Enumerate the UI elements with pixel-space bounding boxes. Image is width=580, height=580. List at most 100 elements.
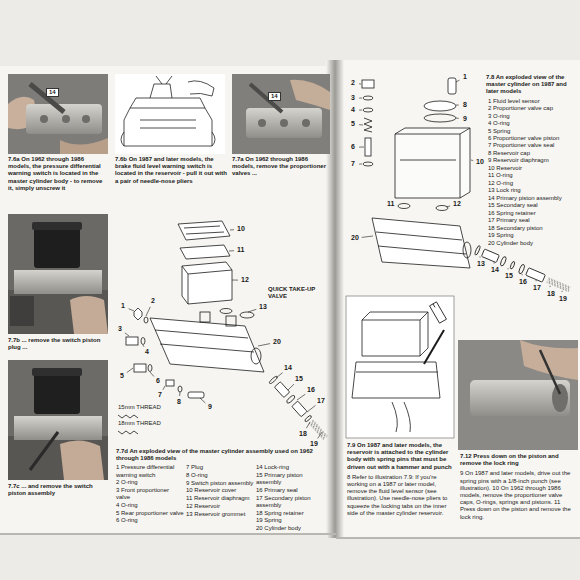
leader-line	[550, 286, 551, 287]
figure-caption: 7.7d An exploded view of the master cyli…	[116, 448, 326, 462]
legend-entry: 18 Spring retainer	[256, 510, 328, 517]
callout-number: 11	[236, 246, 245, 254]
leader-line	[179, 392, 180, 396]
callout-number: 7	[157, 391, 163, 399]
photo-caption: 7.12 Press down on the piston and remove…	[460, 453, 576, 467]
leader-line	[297, 394, 305, 400]
callout-number: 9	[207, 403, 213, 411]
legend-entry: 8 O-ring	[186, 472, 254, 479]
legend-entry: 3 O-ring	[488, 113, 578, 120]
leader-line	[163, 386, 165, 390]
callout-number: 6	[350, 143, 356, 151]
legend-entry: 6 Proportioner valve piston	[488, 135, 578, 142]
leader-line	[248, 309, 256, 312]
leader-line	[258, 344, 270, 346]
leader-line	[508, 268, 509, 269]
legend-entry: 2 O-ring	[116, 479, 184, 486]
leader-line	[200, 398, 205, 403]
callout-number: 6	[155, 377, 161, 385]
callout-number: 1	[462, 73, 468, 81]
photo-caption: 7.6a On 1962 through 1986 models, the pr…	[8, 156, 108, 192]
legend-entry: 19 Spring	[256, 517, 328, 524]
legend-entry: 16 Spring retainer	[488, 210, 578, 217]
leader-line	[288, 384, 294, 390]
callout-number: 19	[558, 295, 568, 303]
legend-entry: 7 Plug	[186, 464, 254, 471]
legend-entry: 7 Proportioner valve seal	[488, 142, 578, 149]
legend-entry: 17 Primary seal	[488, 217, 578, 224]
legend-entry: 8 Reservoir cap	[488, 150, 578, 157]
callout-number: 18	[546, 290, 556, 298]
legend-entry: 10 Reservoir	[488, 165, 578, 172]
callout-number: 1	[120, 302, 126, 310]
legend-entry: 19 Spring	[488, 232, 578, 239]
body-text: 8 Refer to illustration 7.9: If you're w…	[347, 474, 453, 517]
leader-line	[456, 118, 459, 119]
callout-number: 14	[283, 364, 293, 372]
legend-entry: 3 Front proportioner valve	[116, 487, 184, 501]
legend-entry: 18 Secondary piston	[488, 225, 578, 232]
leader-line	[229, 250, 234, 251]
leader-line	[127, 368, 133, 373]
legend-entry: 20 Cylinder body	[488, 240, 578, 247]
leader-line	[446, 206, 450, 207]
callout-number: 17	[532, 284, 542, 292]
legend-entry: 10 Reservoir cover	[186, 487, 254, 494]
legend-entry: 12 O-ring	[488, 180, 578, 187]
legend-entry: 1 Pressure differential warning switch	[116, 464, 184, 478]
leader-line	[307, 405, 316, 412]
callout-number: 10	[475, 158, 485, 166]
leader-line	[129, 309, 134, 311]
leader-line	[522, 274, 523, 275]
leader-line	[232, 280, 238, 281]
dimension-label: 15mm THREAD	[118, 404, 161, 411]
legend-entry: 2 Proportioner valve cap	[488, 105, 578, 112]
leader-line	[536, 280, 537, 281]
callout-number: 15	[504, 272, 514, 280]
leader-line	[359, 83, 361, 84]
callout-number: 20	[272, 338, 282, 346]
legend-entry: 15 Secondary seal	[488, 202, 578, 209]
leader-line	[359, 110, 362, 111]
photo-caption: 7.7a On 1962 through 1986 models, remove…	[232, 156, 328, 178]
callout-number: 7	[350, 160, 356, 168]
callout-number: 11	[386, 200, 395, 208]
leader-line	[359, 147, 364, 148]
callout-number: 19	[309, 440, 319, 448]
leader-line	[494, 262, 495, 263]
legend-entry: 1 Fluid level sensor	[488, 98, 578, 105]
legend-entry: 5 Spring	[488, 128, 578, 135]
callout-number: 3	[350, 94, 356, 102]
leader-line	[562, 291, 563, 292]
leader-line	[276, 373, 283, 378]
callout-number: 5	[119, 372, 125, 380]
callout-number: 4	[350, 106, 356, 114]
leader-line	[359, 124, 363, 125]
callout-number: 16	[306, 386, 316, 394]
legend-entry: 11 O-ring	[488, 172, 578, 179]
leader-line	[456, 105, 459, 106]
photo-tag: 14	[268, 92, 281, 101]
callout-number: 4	[144, 348, 150, 356]
callout-number: 17	[316, 397, 326, 405]
legend-entry: 4 O-ring	[488, 120, 578, 127]
legend-entry: 13 Lock ring	[488, 187, 578, 194]
leader-line	[146, 307, 150, 316]
leader-line	[318, 432, 322, 438]
figure-caption: 7.9 On 1987 and later models, the reserv…	[347, 442, 453, 471]
leader-line	[150, 372, 154, 377]
photo-tag: 14	[46, 88, 59, 97]
legend-entry: 11 Reservoir diaphragm	[186, 495, 254, 502]
callout-number: 5	[350, 120, 356, 128]
legend-entry: 4 O-ring	[116, 502, 184, 509]
leader-line	[306, 422, 310, 428]
callout-number: 13	[476, 260, 486, 268]
part-label: QUICK TAKE-UP VALVE	[268, 286, 326, 300]
callout-number: 16	[518, 278, 528, 286]
callout-number: 20	[350, 234, 360, 242]
figure-caption: 7.6b On 1987 and later models, the brake…	[115, 156, 227, 185]
leader-line	[456, 80, 460, 82]
callout-number: 3	[117, 325, 123, 333]
callout-number: 2	[350, 79, 356, 87]
callout-number: 13	[258, 303, 268, 311]
